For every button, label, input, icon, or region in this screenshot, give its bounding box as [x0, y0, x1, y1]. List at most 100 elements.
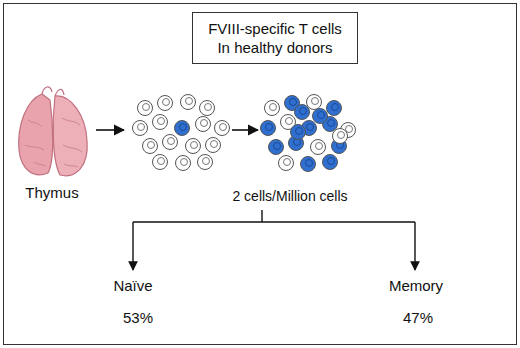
cell-body	[327, 101, 342, 116]
cell-body	[163, 135, 178, 150]
cell-body	[133, 121, 148, 136]
cell-nucleus	[290, 99, 297, 106]
cell-nucleus	[158, 158, 165, 165]
cell-nucleus	[201, 120, 208, 127]
frame-border	[4, 4, 517, 345]
cell-nucleus	[266, 124, 273, 131]
t-cell	[279, 156, 294, 171]
t-cell	[327, 101, 342, 116]
thymus-horn	[42, 87, 64, 96]
t-cell	[307, 95, 322, 110]
cell-body	[138, 101, 153, 116]
bracket-arrow	[414, 222, 415, 270]
cell-nucleus	[138, 124, 145, 131]
cell-nucleus	[286, 118, 293, 125]
t-cell	[133, 121, 148, 136]
organ-label: Thymus	[25, 184, 78, 202]
t-cell	[138, 101, 153, 116]
cell-nucleus	[220, 124, 227, 131]
cell-nucleus	[296, 128, 303, 135]
t-cell	[181, 95, 196, 110]
t-cell	[143, 139, 158, 154]
cell-nucleus	[148, 142, 155, 149]
cell-body	[198, 155, 213, 170]
t-cell	[313, 109, 328, 124]
cell-body	[313, 109, 328, 124]
cell-nucleus	[270, 104, 277, 111]
thymus-lobe	[53, 96, 87, 176]
thymus-texture	[25, 118, 82, 167]
percent-label: 53%	[123, 309, 153, 327]
cell-body	[265, 101, 280, 116]
t-cell	[291, 125, 306, 140]
cell-body	[176, 156, 191, 171]
cell-body	[323, 155, 338, 170]
cell-body	[175, 121, 190, 136]
cell-nucleus	[328, 120, 335, 127]
cell-body	[200, 101, 215, 116]
flow-arrow	[232, 129, 258, 131]
t-cell	[200, 101, 215, 116]
cell-nucleus	[186, 98, 193, 105]
frequency-label: 2 cells/Million cells	[232, 187, 347, 205]
t-cell	[261, 121, 276, 136]
flow-arrow	[96, 129, 124, 131]
cell-body	[143, 139, 158, 154]
cell-nucleus	[168, 138, 175, 145]
t-cell	[323, 155, 338, 170]
cell-body	[279, 156, 294, 171]
t-cell	[265, 101, 280, 116]
cell-body	[269, 140, 284, 155]
percent-label: 47%	[403, 309, 433, 327]
cell-body	[295, 105, 310, 120]
cell-nucleus	[284, 159, 291, 166]
t-cell	[186, 139, 201, 154]
cell-nucleus	[274, 143, 281, 150]
cell-body	[181, 95, 196, 110]
t-cell	[176, 156, 191, 171]
t-cell	[196, 117, 211, 132]
subset-label: Memory	[389, 277, 443, 295]
t-cell	[311, 140, 326, 155]
cell-nucleus	[158, 118, 165, 125]
cell-body	[196, 117, 211, 132]
t-cell	[301, 157, 316, 172]
t-cell	[175, 121, 190, 136]
subset-label: Naïve	[113, 277, 152, 295]
cell-nucleus	[211, 141, 218, 148]
cell-body	[261, 121, 276, 136]
cell-nucleus	[180, 124, 187, 131]
cell-nucleus	[163, 99, 170, 106]
t-cell	[198, 155, 213, 170]
cell-body	[307, 95, 322, 110]
cell-nucleus	[306, 160, 313, 167]
t-cell	[158, 96, 173, 111]
cell-nucleus	[332, 104, 339, 111]
cell-body	[215, 121, 230, 136]
cell-clusters	[133, 95, 356, 172]
thymus-organ	[19, 87, 87, 176]
cell-body	[158, 96, 173, 111]
cell-body	[311, 140, 326, 155]
t-cell	[269, 140, 284, 155]
t-cell	[206, 138, 221, 153]
title-box: FVIII-specific T cells In healthy donors	[192, 12, 358, 64]
split-bracket	[133, 210, 415, 270]
cell-body	[291, 125, 306, 140]
t-cell	[295, 105, 310, 120]
t-cell	[215, 121, 230, 136]
cell-nucleus	[316, 143, 323, 150]
t-cell	[153, 155, 168, 170]
cell-nucleus	[318, 112, 325, 119]
cell-body	[186, 139, 201, 154]
cell-body	[333, 129, 348, 144]
bracket-line	[133, 221, 415, 222]
cell-body	[206, 138, 221, 153]
cell-nucleus	[328, 158, 335, 165]
t-cell	[333, 129, 348, 144]
cell-nucleus	[191, 142, 198, 149]
cell-nucleus	[203, 158, 210, 165]
cell-nucleus	[205, 104, 212, 111]
cell-body	[153, 155, 168, 170]
